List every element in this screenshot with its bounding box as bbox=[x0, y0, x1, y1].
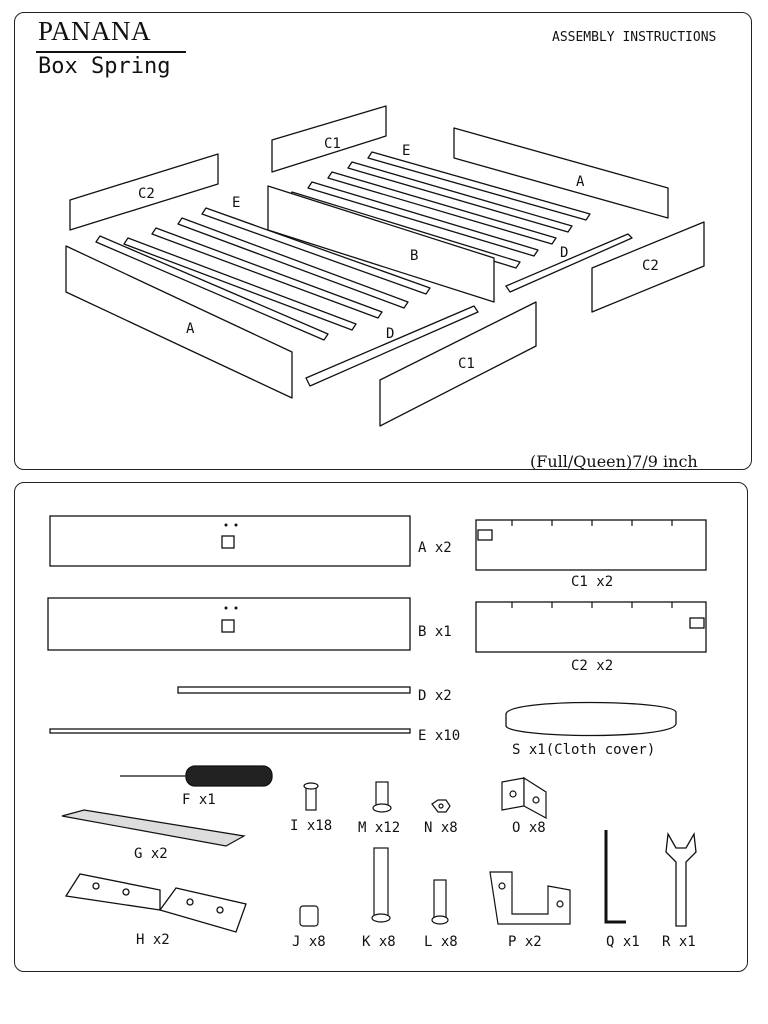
brand-name: PANANA bbox=[38, 16, 152, 46]
part-j-label: J x8 bbox=[292, 934, 326, 950]
part-g-label: G x2 bbox=[134, 846, 168, 862]
size-note: (Full/Queen)7/9 inch bbox=[530, 452, 698, 471]
part-c2-label: C2 x2 bbox=[571, 658, 614, 674]
label-a-back: A bbox=[576, 174, 585, 190]
part-c1-label: C1 x2 bbox=[571, 574, 614, 590]
parts-list-panel bbox=[14, 482, 748, 972]
label-e-front: E bbox=[232, 195, 240, 211]
part-n-label: N x8 bbox=[424, 820, 458, 836]
part-f-label: F x1 bbox=[182, 792, 216, 808]
panel-a-back bbox=[453, 127, 669, 219]
panel-c2-left bbox=[69, 153, 219, 231]
panel-b bbox=[267, 185, 495, 303]
rail-d-right bbox=[505, 233, 633, 293]
panel-c1-back bbox=[271, 105, 387, 173]
label-c2-left: C2 bbox=[138, 186, 155, 202]
label-b: B bbox=[410, 248, 418, 264]
part-e-label: E x10 bbox=[418, 728, 461, 744]
part-r-label: R x1 bbox=[662, 934, 696, 950]
panel-c1-front bbox=[379, 301, 537, 427]
part-h-label: H x2 bbox=[136, 932, 170, 948]
label-c1-front: C1 bbox=[458, 356, 475, 372]
part-o-label: O x8 bbox=[512, 820, 546, 836]
label-c1-back: C1 bbox=[324, 136, 341, 152]
label-d-front: D bbox=[386, 326, 394, 342]
panel-c2-right bbox=[591, 221, 705, 313]
part-p-label: P x2 bbox=[508, 934, 542, 950]
part-k-label: K x8 bbox=[362, 934, 396, 950]
label-d-right: D bbox=[560, 245, 568, 261]
part-l-label: L x8 bbox=[424, 934, 458, 950]
brand-underline bbox=[36, 51, 186, 53]
part-d-label: D x2 bbox=[418, 688, 452, 704]
label-a-front: A bbox=[186, 321, 195, 337]
part-a-label: A x2 bbox=[418, 540, 452, 556]
part-b-label: B x1 bbox=[418, 624, 452, 640]
label-c2-right: C2 bbox=[642, 258, 659, 274]
part-i-label: I x18 bbox=[290, 818, 333, 834]
part-s-label: S x1(Cloth cover) bbox=[512, 742, 656, 758]
part-q-label: Q x1 bbox=[606, 934, 640, 950]
part-m-label: M x12 bbox=[358, 820, 401, 836]
label-e-back: E bbox=[402, 143, 410, 159]
panel-a-front bbox=[65, 245, 293, 399]
product-name: Box Spring bbox=[38, 54, 171, 79]
rail-d-front bbox=[305, 305, 479, 387]
document-title: ASSEMBLY INSTRUCTIONS bbox=[552, 30, 717, 45]
exploded-view-drawing: C1 E A C2 E B D C2 A D C1 bbox=[65, 105, 705, 427]
